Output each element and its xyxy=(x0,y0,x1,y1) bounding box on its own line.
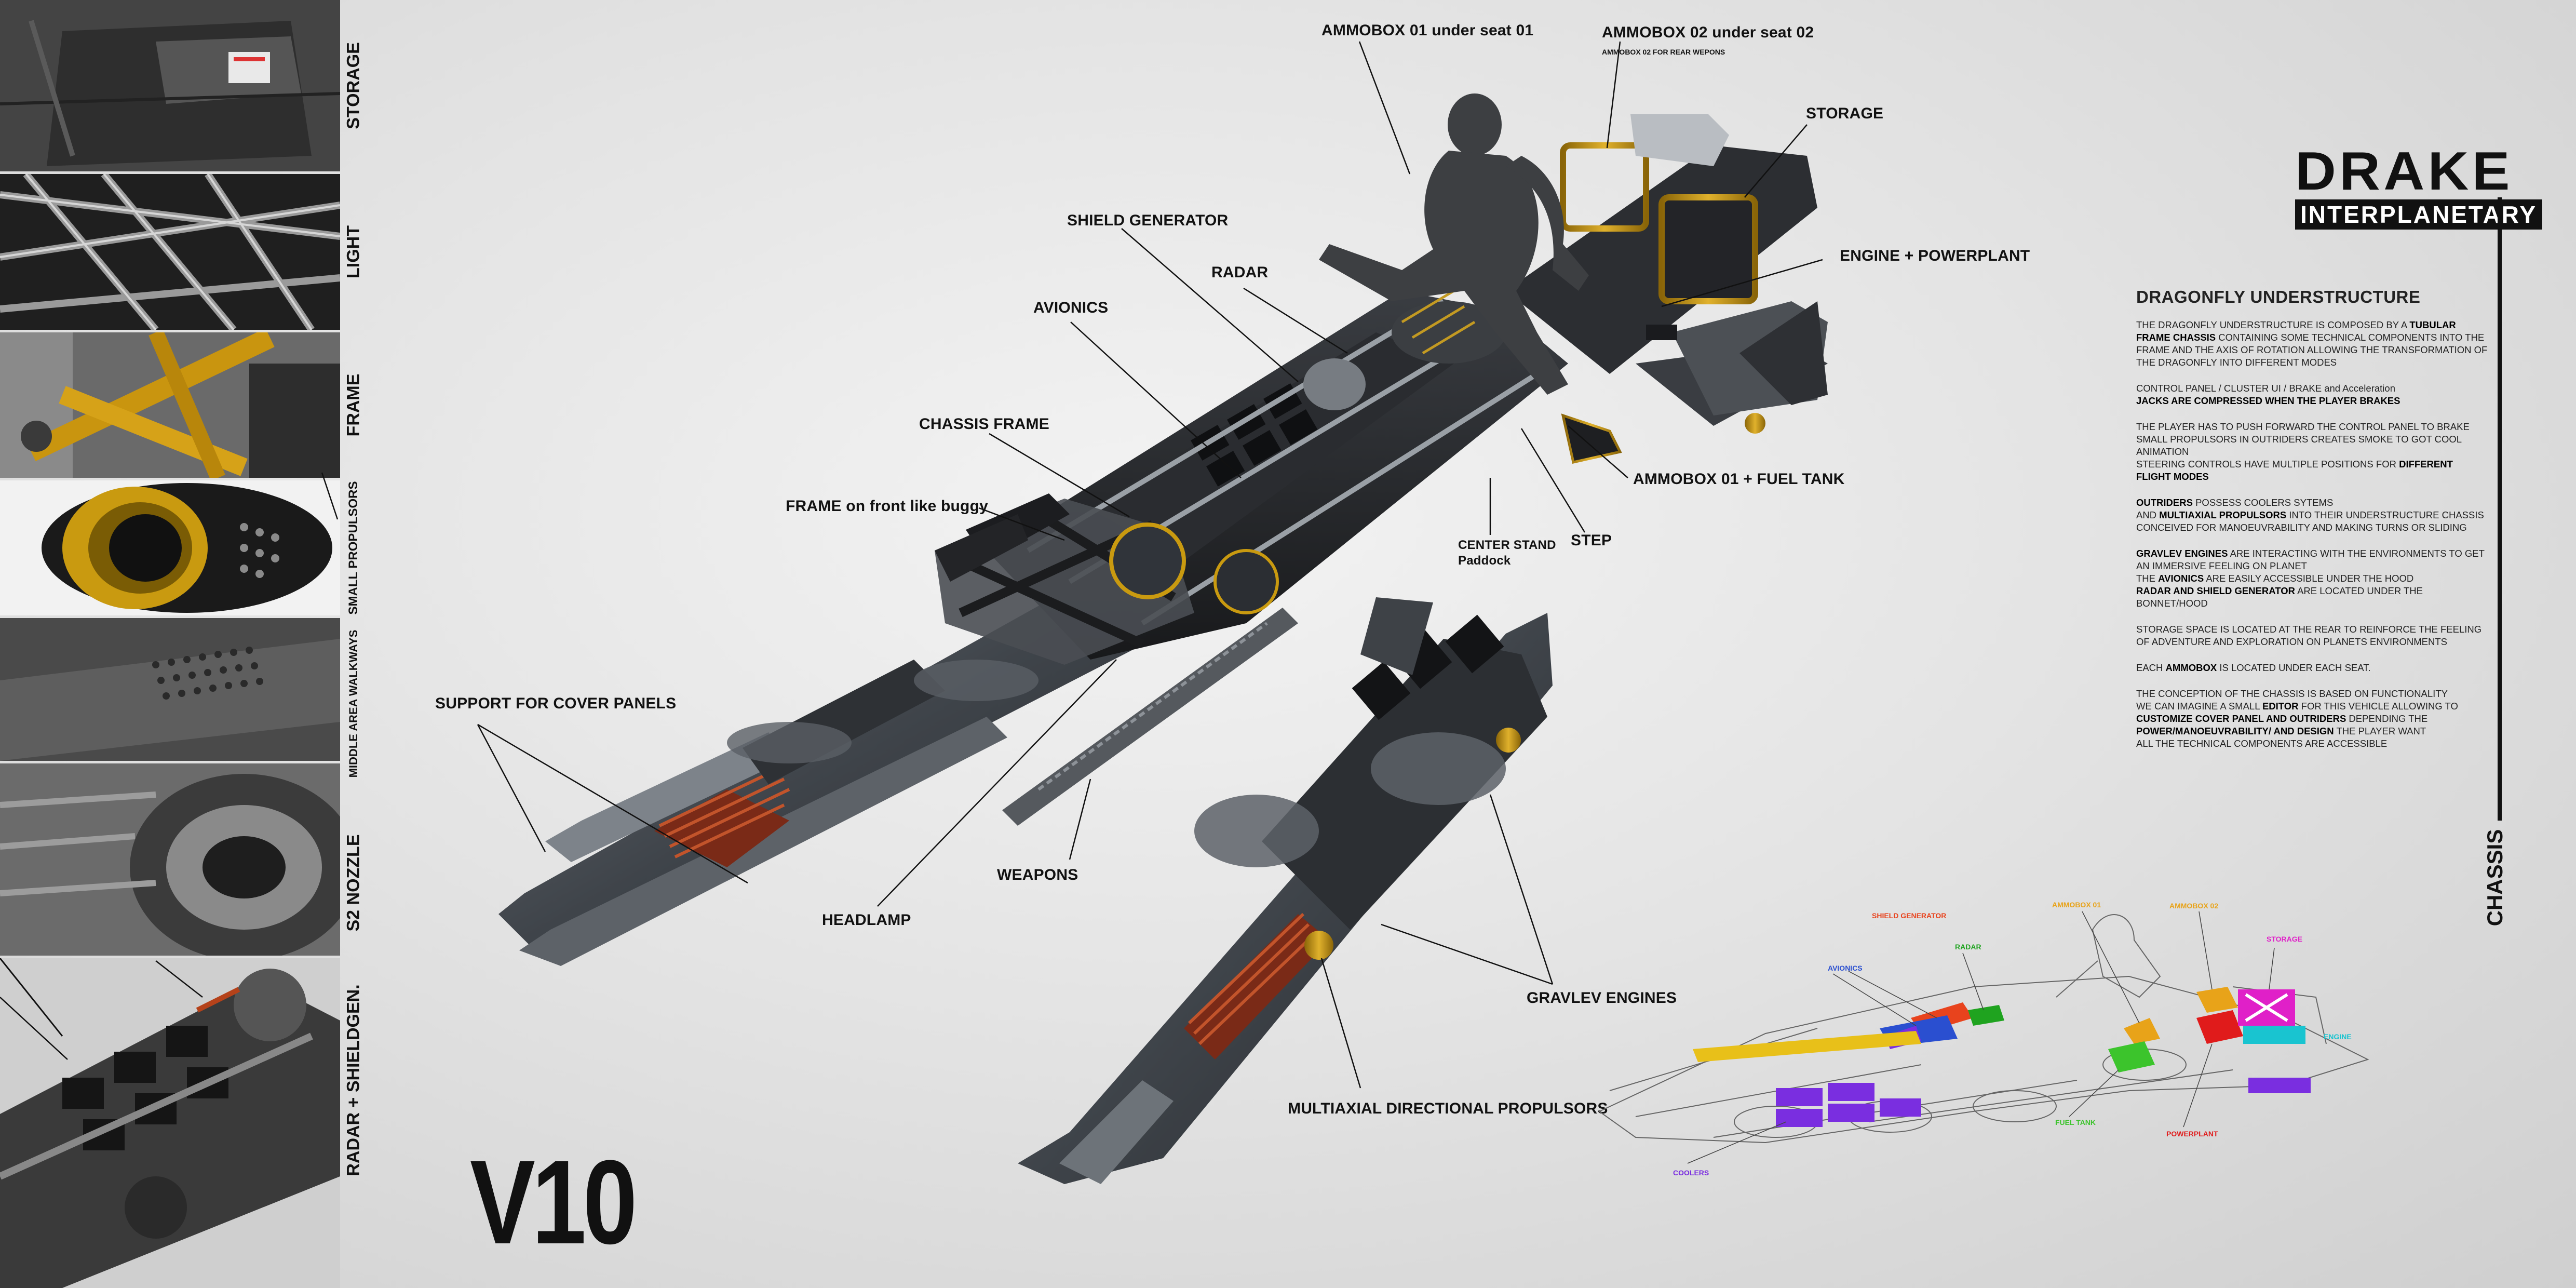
callout-gravlev-engines: GRAVLEV ENGINES xyxy=(1527,989,1677,1007)
light-detail-panel xyxy=(0,174,340,330)
callout-ammobox02-seat: AMMOBOX 02 under seat 02 xyxy=(1602,24,1814,41)
walkways-photo xyxy=(0,618,340,761)
legend-part-engine xyxy=(2243,1026,2305,1044)
callout-radar: RADAR xyxy=(1211,264,1269,281)
legend-part-coolers xyxy=(1776,1078,2311,1127)
callout-frame-buggy: FRAME on front like buggy xyxy=(786,498,988,515)
light-photo xyxy=(0,174,340,330)
callout-center-stand-line2: Paddock xyxy=(1458,554,1511,568)
legend-part-powerplant xyxy=(2196,1010,2243,1044)
callout-center-stand: CENTER STAND Paddock xyxy=(1458,538,1556,569)
rider-mannequin xyxy=(1319,93,1589,395)
description-p5: GRAVLEV ENGINES ARE INTERACTING WITH THE… xyxy=(2136,548,2485,609)
description-p7: EACH AMMOBOX IS LOCATED UNDER EACH SEAT. xyxy=(2136,662,2371,673)
weapon-barrel xyxy=(1002,608,1298,826)
description-p3: THE PLAYER HAS TO PUSH FORWARD THE CONTR… xyxy=(2136,421,2470,482)
callout-avionics: AVIONICS xyxy=(1033,299,1109,316)
callout-chassis-frame: CHASSIS FRAME xyxy=(919,415,1049,433)
small-propulsors-detail-panel xyxy=(0,480,340,615)
rear-engine-storage xyxy=(1506,114,1828,464)
detail-photo-strip: STORAGE LIGHT FRAME SMALL PROPULSORS MID… xyxy=(0,0,363,1288)
central-chassis xyxy=(935,289,1568,665)
legend-part-fuel xyxy=(2108,1041,2155,1072)
right-outrider xyxy=(1018,597,1553,1184)
legend-part-radar xyxy=(1968,1005,2004,1026)
small-propulsors-photo xyxy=(0,480,340,615)
callout-ammobox01-fuel: AMMOBOX 01 + FUEL TANK xyxy=(1633,471,1845,488)
storage-detail-panel xyxy=(0,0,340,171)
callout-support-cover-panels: SUPPORT FOR COVER PANELS xyxy=(435,695,677,712)
frame-photo xyxy=(0,332,340,478)
s2-nozzle-photo xyxy=(0,763,340,956)
chassis-section-bar xyxy=(2498,197,2502,821)
legend-label-storage: STORAGE xyxy=(2267,935,2302,943)
legend-label-avionics: AVIONICS xyxy=(1828,964,1863,972)
legend-label-fuel-tank: FUEL TANK xyxy=(2055,1118,2096,1126)
legend-part-ammobox01 xyxy=(1693,1031,1921,1062)
callout-storage: STORAGE xyxy=(1806,105,1884,122)
description-p8: THE CONCEPTION OF THE CHASSIS IS BASED O… xyxy=(2136,688,2458,749)
callout-ammobox01-seat: AMMOBOX 01 under seat 01 xyxy=(1321,22,1534,39)
callout-engine-powerplant: ENGINE + POWERPLANT xyxy=(1840,247,2030,264)
brand-name: DRAKE xyxy=(2295,141,2513,202)
legend-label-powerplant: POWERPLANT xyxy=(2166,1130,2218,1138)
legend-label-shield-generator: SHIELD GENERATOR xyxy=(1872,911,1947,920)
callout-weapons: WEAPONS xyxy=(997,866,1078,883)
description-p1: THE DRAGONFLY UNDERSTRUCTURE IS COMPOSED… xyxy=(2136,319,2488,368)
callout-shield-generator: SHIELD GENERATOR xyxy=(1067,212,1229,229)
callout-ammobox02-sub: AMMOBOX 02 FOR REAR WEPONS xyxy=(1602,48,1725,56)
radar-shieldgen-photo xyxy=(0,958,340,1288)
frame-detail-panel xyxy=(0,332,340,478)
version-label: V10 xyxy=(470,1135,637,1269)
legend-label-ammobox01: AMMOBOX 01 xyxy=(2052,901,2101,909)
legend-label-coolers: COOLERS xyxy=(1673,1169,1709,1177)
description-p2: CONTROL PANEL / CLUSTER UI / BRAKE and A… xyxy=(2136,383,2400,406)
callout-multiaxial-propulsors: MULTIAXIAL DIRECTIONAL PROPULSORS xyxy=(1288,1100,1608,1117)
callout-headlamp: HEADLAMP xyxy=(822,911,911,929)
description-p6: STORAGE SPACE IS LOCATED AT THE REAR TO … xyxy=(2136,624,2482,647)
walkways-detail-panel xyxy=(0,618,340,761)
understructure-description: DRAGONFLY UNDERSTRUCTURE THE DRAGONFLY U… xyxy=(2136,287,2489,763)
legend-label-radar: RADAR xyxy=(1955,943,1981,951)
description-title: DRAGONFLY UNDERSTRUCTURE xyxy=(2136,287,2421,306)
legend-label-ammobox02: AMMOBOX 02 xyxy=(2169,902,2219,910)
legend-part-ammobox01-seat xyxy=(2124,1018,2160,1044)
radar-shieldgen-detail-panel xyxy=(0,958,340,1288)
drake-interplanetary-logo: DRAKE INTERPLANETARY xyxy=(2295,144,2542,230)
legend-colored-parts xyxy=(1693,987,2311,1127)
legend-part-ammobox02 xyxy=(2196,987,2238,1013)
storage-photo xyxy=(0,0,340,171)
callout-center-stand-line1: CENTER STAND xyxy=(1458,538,1556,552)
legend-label-engine: ENGINE xyxy=(2324,1032,2352,1041)
s2-nozzle-detail-panel xyxy=(0,763,340,956)
callout-step: STEP xyxy=(1571,532,1612,549)
